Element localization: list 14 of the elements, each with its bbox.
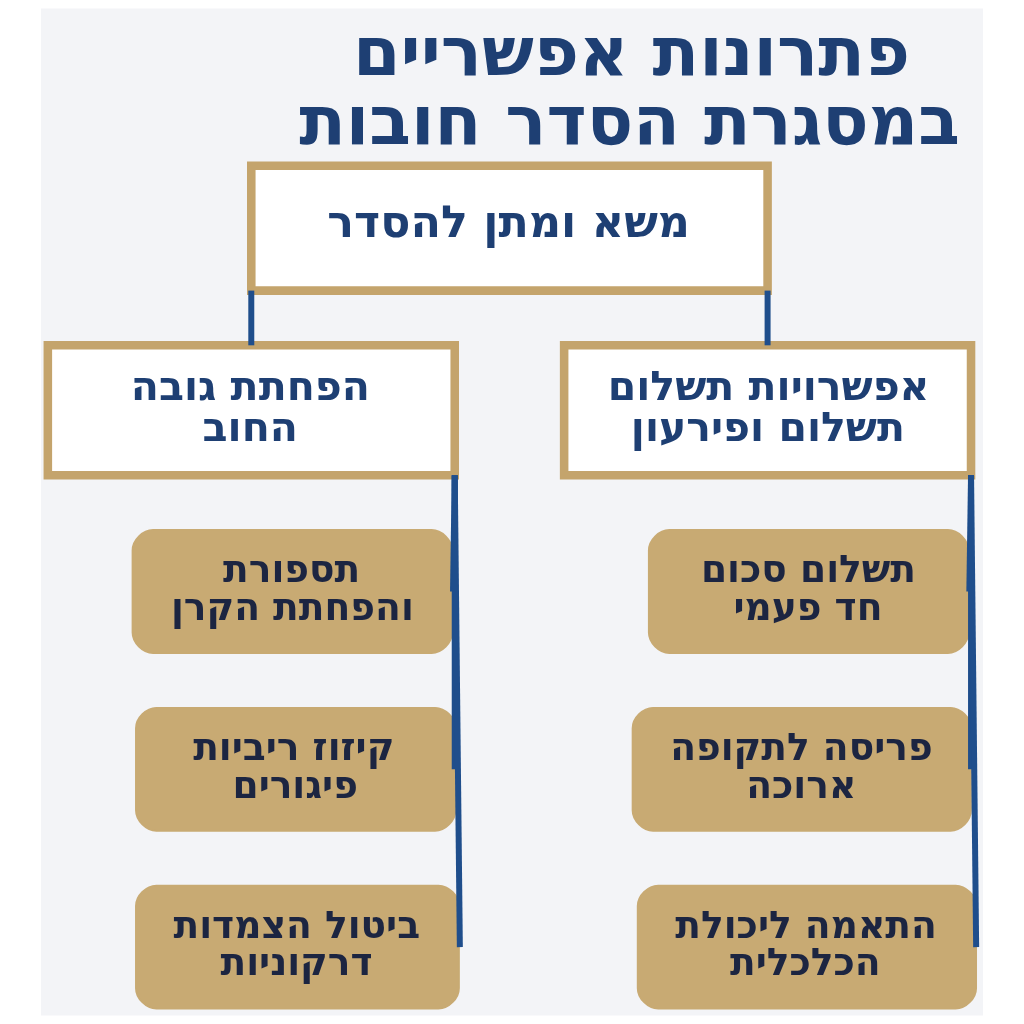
connector	[451, 475, 463, 948]
node-box: פריסה לתקופה ארוכה	[631, 706, 972, 832]
node-box: ביטול הצמדות דרקוניות	[135, 884, 460, 1010]
diagram-title: פתרונות אפשריים במסגרת הסדר חובות	[299, 12, 960, 160]
node-box: משא ומתן להסדר	[247, 161, 772, 295]
connector	[248, 290, 255, 346]
node-box: הפחתת גובה החוב	[43, 341, 459, 480]
connector	[764, 290, 771, 346]
node-box: תשלום סכום חד פעמי	[647, 529, 970, 654]
node-box: התאמה ליכולת הכלכלית	[636, 884, 977, 1010]
node-box: אפשרויות תשלום תשלום ופירעון	[559, 341, 976, 480]
node-box: קיזוז ריביות פיגורים	[135, 706, 457, 832]
node-box: תספורת והפחתת הקרן	[131, 529, 453, 654]
connector	[968, 475, 980, 948]
